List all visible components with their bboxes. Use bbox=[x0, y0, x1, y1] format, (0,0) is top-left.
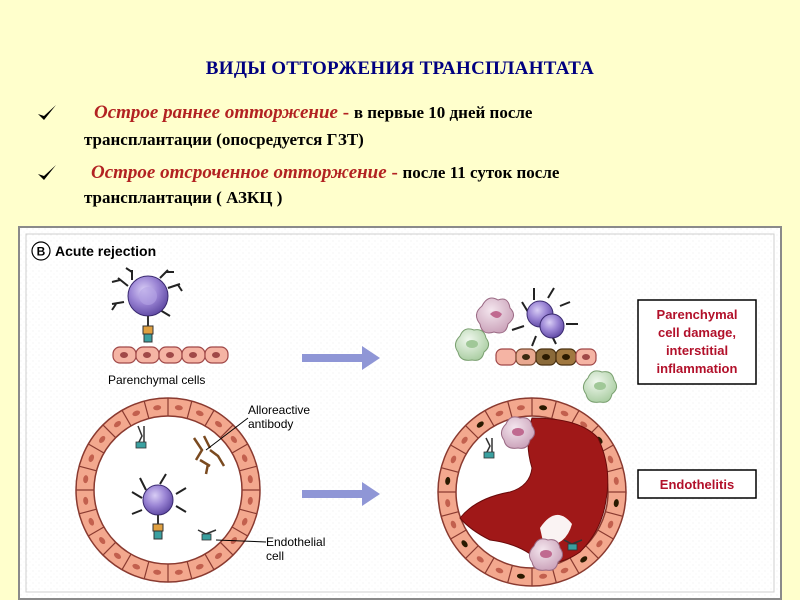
result-box-line: interstitial bbox=[666, 343, 728, 358]
bullet-separator: - bbox=[387, 162, 403, 183]
endothelial-cell-label: Endothelial bbox=[266, 535, 325, 549]
alloreactive-antibody-label: antibody bbox=[248, 417, 293, 431]
result-box-line: Parenchymal bbox=[657, 307, 738, 322]
result-box-line: inflammation bbox=[657, 361, 738, 376]
bullet-term: Острое отсроченное отторжение bbox=[91, 162, 387, 183]
damaged-parenchymal-layer bbox=[496, 349, 596, 365]
acute-rejection-diagram: B Acute rejection Parenchymal cells bbox=[20, 228, 780, 598]
checkmark-icon bbox=[36, 162, 58, 184]
alloreactive-antibody-label: Alloreactive bbox=[248, 403, 310, 417]
bullet-term: Острое раннее отторжение bbox=[94, 102, 338, 123]
checkmark-icon bbox=[36, 102, 58, 124]
bullet-text-continued: трансплантации ( АЗКЦ ) bbox=[84, 188, 282, 208]
bullet-text: в первые 10 дней после bbox=[354, 103, 533, 122]
result-box-line: cell damage, bbox=[658, 325, 736, 340]
bullet-text: после 11 суток после bbox=[403, 163, 560, 182]
endothelial-cell-label: cell bbox=[266, 549, 284, 563]
parenchymal-cell-layer bbox=[113, 347, 228, 363]
endothelitis-label: Endothelitis bbox=[660, 477, 734, 492]
panel-title: Acute rejection bbox=[55, 243, 156, 259]
panel-letter: B bbox=[37, 245, 46, 259]
parenchymal-cells-label: Parenchymal cells bbox=[108, 373, 205, 387]
bullet-text-continued: трансплантации (опосредуется ГЗТ) bbox=[84, 130, 364, 150]
slide-title: ВИДЫ ОТТОРЖЕНИЯ ТРАНСПЛАНТАТА bbox=[0, 58, 800, 80]
acute-rejection-figure: B Acute rejection Parenchymal cells bbox=[18, 226, 782, 600]
bullet-separator: - bbox=[338, 102, 354, 123]
